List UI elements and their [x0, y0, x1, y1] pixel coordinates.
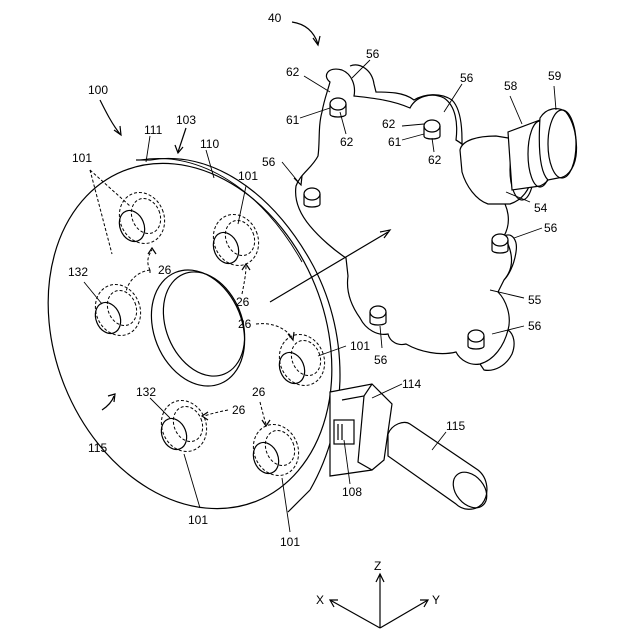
axis-triad [330, 574, 428, 628]
label-101-bottom-right: 101 [280, 535, 300, 549]
label-111: 111 [144, 123, 163, 137]
label-56-top-right: 56 [460, 71, 474, 85]
label-26-top-right: 26 [236, 295, 250, 309]
label-101-top-right: 101 [238, 169, 258, 183]
label-40: 40 [268, 11, 282, 25]
label-26-bottom-left: 26 [232, 403, 246, 417]
label-56-bottom-left: 56 [374, 353, 388, 367]
label-62-top-left-b: 62 [340, 135, 354, 149]
label-56-bottom-right: 56 [528, 319, 542, 333]
handle-115 [388, 422, 494, 514]
cap-59 [539, 109, 576, 180]
label-61-right: 61 [388, 135, 402, 149]
label-26-bottom: 26 [252, 385, 266, 399]
label-55: 55 [528, 293, 542, 307]
label-108: 108 [342, 485, 362, 499]
label-101-right: 101 [350, 339, 370, 353]
label-114: 114 [402, 377, 421, 391]
label-26-right: 26 [238, 317, 252, 331]
label-115-disk: 115 [88, 441, 107, 455]
label-101-bottom-left: 101 [188, 513, 208, 527]
label-132-left: 132 [68, 265, 88, 279]
axis-label-x: X [316, 593, 324, 607]
label-101-top-left: 101 [72, 151, 92, 165]
label-59: 59 [548, 69, 562, 83]
label-62-top-right-b: 62 [428, 153, 442, 167]
label-26-top-left: 26 [158, 263, 172, 277]
label-56-top-left: 56 [366, 47, 380, 61]
axis-label-z: Z [374, 559, 381, 573]
label-62-top-right-a: 62 [382, 117, 396, 131]
label-61-left: 61 [286, 113, 300, 127]
label-56-right: 56 [544, 221, 558, 235]
label-58: 58 [504, 79, 518, 93]
label-110: 110 [200, 137, 219, 151]
label-62-top-left-a: 62 [286, 65, 300, 79]
label-56-left: 56 [262, 155, 276, 169]
label-54: 54 [534, 201, 548, 215]
axis-label-y: Y [432, 593, 440, 607]
arm-114 [330, 384, 392, 476]
label-132-bottom-left: 132 [136, 385, 156, 399]
label-115-handle: 115 [446, 419, 465, 433]
label-100: 100 [88, 83, 108, 97]
label-103: 103 [176, 113, 196, 127]
